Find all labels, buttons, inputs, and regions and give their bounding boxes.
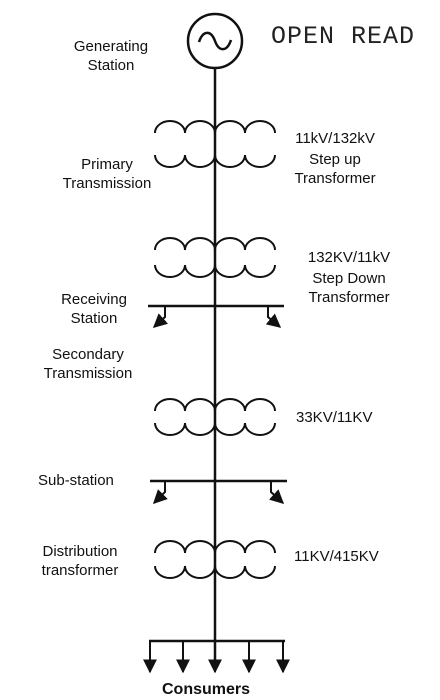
step-down-transformer-icon <box>154 237 276 278</box>
consumers-bus <box>143 639 290 674</box>
distribution-transformer-line-2: transformer <box>41 562 119 579</box>
distribution-transformer-rating: 11KV/415KV <box>294 548 379 565</box>
step-down-type-line-2: Transformer <box>308 289 390 306</box>
step-down-type-line-1: Step Down <box>312 270 386 287</box>
substation-transformer-rating: 33KV/11KV <box>296 409 373 426</box>
step-down-rating: 132KV/11kV <box>307 249 391 266</box>
watermark-text: OPEN READ <box>271 22 416 51</box>
substation-left-arrow-icon <box>153 481 168 504</box>
sub-station-label: Sub-station <box>38 472 114 489</box>
receiving-right-arrow-icon <box>265 306 282 328</box>
generating-station-label: Generating Station <box>56 37 166 75</box>
substation-right-arrow-icon <box>268 481 285 504</box>
primary-transmission-line-1: Primary <box>81 156 133 173</box>
step-up-transformer-label: 11kV/132kV Step up Transformer <box>280 129 390 188</box>
receiving-station-label: Receiving Station <box>44 290 144 328</box>
distribution-transformer-line-1: Distribution <box>42 543 118 560</box>
receiving-station-line-1: Receiving <box>61 291 127 308</box>
sub-station-bus <box>150 479 287 504</box>
generating-station-line-2: Station <box>87 57 135 74</box>
step-down-transformer-label: 132KV/11kV Step Down Transformer <box>292 248 406 307</box>
generator-icon <box>186 12 244 70</box>
secondary-transmission-line-1: Secondary <box>52 346 124 363</box>
secondary-transmission-line-2: Transmission <box>43 365 133 382</box>
generating-station-line-1: Generating <box>73 38 149 55</box>
consumers-label: Consumers <box>162 681 251 698</box>
step-up-type-line-2: Transformer <box>294 170 376 187</box>
substation-transformer-icon <box>154 398 276 436</box>
primary-transmission-line-2: Transmission <box>62 175 152 192</box>
receiving-station-bus <box>148 304 284 328</box>
primary-transmission-label: Primary Transmission <box>50 155 164 193</box>
secondary-transmission-label: Secondary Transmission <box>30 345 146 383</box>
receiving-station-line-2: Station <box>70 310 118 327</box>
distribution-transformer-icon <box>154 540 276 579</box>
step-up-type-line-1: Step up <box>309 151 361 168</box>
step-up-transformer-icon <box>154 120 276 168</box>
receiving-left-arrow-icon <box>152 306 169 328</box>
step-up-rating: 11kV/132kV <box>295 130 375 147</box>
distribution-transformer-label: Distribution transformer <box>24 542 136 580</box>
